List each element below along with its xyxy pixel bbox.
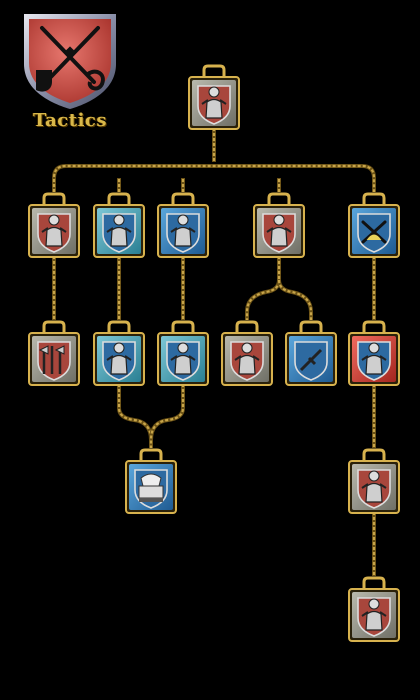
skill-node-r2c1[interactable] <box>28 320 80 386</box>
skill-node-r2c2[interactable] <box>93 320 145 386</box>
tree-link <box>117 384 153 448</box>
crossed-swords-icon <box>348 192 400 258</box>
skill-node-r4c1[interactable] <box>348 576 400 642</box>
skill-node-r1c1[interactable] <box>28 192 80 258</box>
tree-title: Tactics <box>32 110 108 131</box>
tree-link-rope <box>277 279 313 320</box>
armored-warrior-icon <box>93 192 145 258</box>
skill-node-r3c2[interactable] <box>348 448 400 514</box>
tree-link <box>52 164 376 192</box>
warrior-with-gear-icon <box>348 576 400 642</box>
tactics-crest <box>22 12 118 110</box>
skill-node-r2c3[interactable] <box>157 320 209 386</box>
skill-node-r2c6[interactable] <box>348 320 400 386</box>
shielded-warrior-icon <box>348 448 400 514</box>
skill-node-root[interactable] <box>188 64 240 130</box>
weapon-rack-icon <box>28 320 80 386</box>
skill-node-r1c3[interactable] <box>157 192 209 258</box>
tree-link-rope <box>52 164 376 192</box>
charging-knight-icon <box>348 320 400 386</box>
tree-link-rope <box>149 384 185 441</box>
tree-link <box>149 384 185 441</box>
skill-node-r2c5[interactable] <box>285 320 337 386</box>
beast-warrior-icon <box>221 320 273 386</box>
sword-shield-icon <box>285 320 337 386</box>
fortress-shield-icon <box>125 448 177 514</box>
figure-with-sunburst-icon <box>253 192 305 258</box>
skill-node-r1c4[interactable] <box>253 192 305 258</box>
knight-face-shield-icon <box>28 192 80 258</box>
heavy-knight-icon <box>93 320 145 386</box>
skill-node-r1c5[interactable] <box>348 192 400 258</box>
skill-node-r3c1[interactable] <box>125 448 177 514</box>
crossed-swords-and-shovel-icon <box>24 14 116 109</box>
skill-node-r1c2[interactable] <box>93 192 145 258</box>
saint-with-sun-icon <box>188 64 240 130</box>
gunner-icon <box>157 320 209 386</box>
skill-node-r2c4[interactable] <box>221 320 273 386</box>
soldier-with-cannon-icon <box>157 192 209 258</box>
tree-link <box>245 256 281 320</box>
